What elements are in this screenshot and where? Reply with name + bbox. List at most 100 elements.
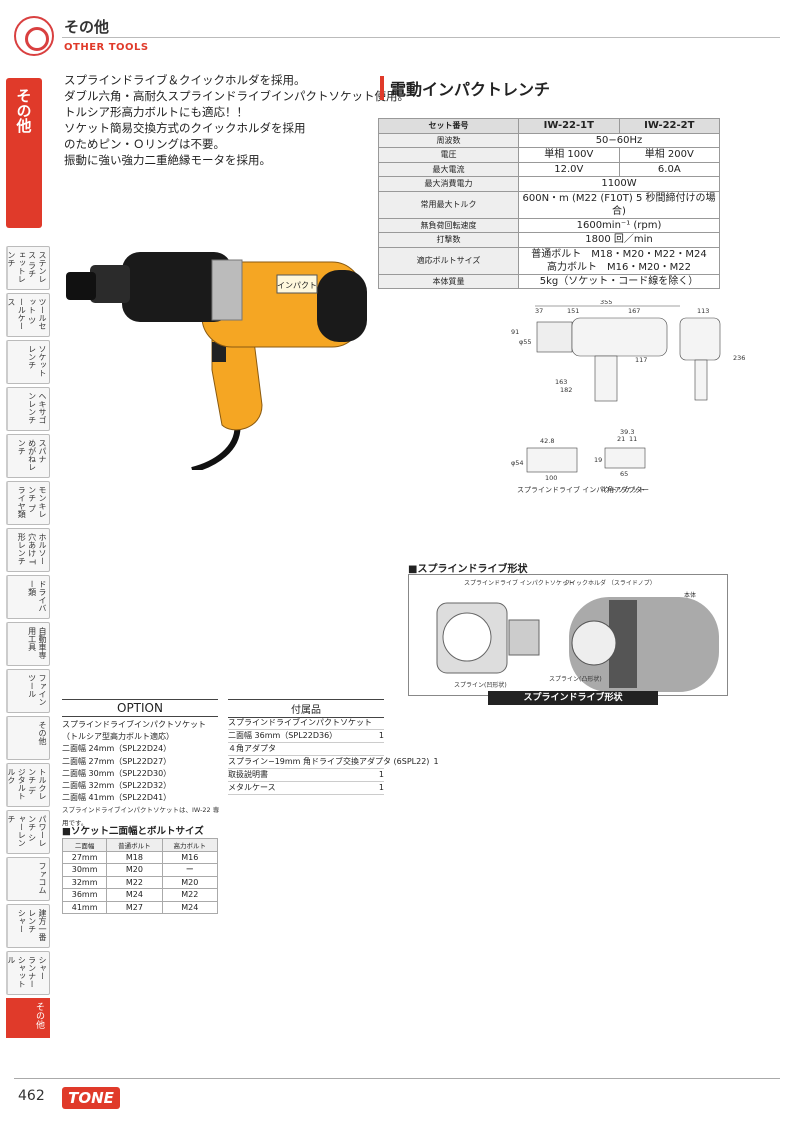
spec-value: 6.0A — [618, 161, 721, 177]
accessory-name: 二面幅 36mm（SPL22D36） — [228, 731, 338, 740]
product-title: 電動インパクトレンチ — [380, 76, 550, 100]
spec-key: 最大消費電力 — [378, 176, 519, 192]
sidebar-active-tab[interactable]: その他 — [6, 78, 42, 228]
dim-113: 113 — [697, 307, 709, 315]
dim-151: 151 — [567, 307, 579, 315]
section-title-jp: その他 — [64, 18, 110, 36]
accessory-name: メタルケース — [228, 783, 276, 792]
intro-line: ソケット簡易交換方式のクイックホルダを採用 — [64, 121, 306, 135]
option-item: 二面幅 24mm（SPL22D24） — [62, 744, 172, 754]
accessory-item: スプライン−19mm 角ドライブ交換アダプタ (6SPL22)1 — [228, 756, 439, 769]
sidebar-tab[interactable]: 建方一番 レンチ シャー — [6, 904, 50, 948]
spec-key: 電圧 — [378, 147, 519, 163]
dim-100: 100 — [545, 474, 557, 482]
option-item: スプラインドライブインパクトソケット — [62, 720, 206, 729]
accessory-name: スプライン−19mm 角ドライブ交換アダプタ (6SPL22) — [228, 757, 430, 766]
dim-11: 11 — [629, 435, 637, 443]
sidebar-tab[interactable]: モンキレンチ プライヤ類 — [6, 481, 50, 525]
dim-37: 37 — [535, 307, 543, 315]
spec-value: 5kg（ソケット・コード線を除く） — [518, 273, 720, 289]
spec-key: 周波数 — [378, 132, 519, 148]
sidebar-tab[interactable]: 自動車専用工具 — [6, 622, 50, 666]
dimension-drawings: 355 37 151 167 113 91 φ55 117 236 163 18… — [511, 300, 745, 494]
sidebar-tab[interactable]: ヘキサゴンレンチ — [6, 387, 50, 431]
socket-cell: M24 — [106, 888, 163, 902]
sidebar-tab[interactable]: ツールセット ツールケース — [6, 293, 50, 337]
accessory-qty: 1 — [378, 770, 384, 779]
option-list: スプラインドライブインパクトソケット （トルシア型高力ボルト適応） 二面幅 24… — [62, 719, 222, 829]
sidebar-tab[interactable]: シャー ランナー シャットル — [6, 951, 50, 995]
spec-key: 常用最大トルク — [378, 190, 519, 219]
spec-key: 最大電流 — [378, 161, 519, 177]
intro-line: ダブル六角・高耐久スプラインドライブインパクトソケット使用。 — [64, 89, 409, 103]
socket-table-header: 二面幅普通ボルト高力ボルト — [61, 838, 219, 852]
tool-gear-case — [211, 259, 243, 321]
accessories-title: 付属品 — [228, 699, 384, 718]
spec-value-line: 普通ボルト M18・M20・M22・M24 — [531, 248, 707, 260]
caption-adapter: ４角アダプター — [600, 485, 649, 494]
spec-key: 打撃数 — [378, 232, 519, 248]
spec-value: IW-22-1T — [518, 118, 620, 134]
tool-nameplate — [276, 274, 318, 294]
socket-cell: M20 — [161, 875, 219, 889]
socket-header-cell: 二面幅 — [61, 838, 108, 852]
label-spline-raised: スプライン(凸形状) — [549, 675, 602, 683]
dim-54: φ54 — [511, 459, 524, 467]
socket-cell: M22 — [161, 888, 219, 902]
sidebar-tab[interactable]: その他 — [6, 716, 50, 760]
intro-text: スプラインドライブ＆クイックホルダを採用。 ダブル六角・高耐久スプラインドライブ… — [64, 72, 409, 168]
intro-line: 振動に強い強力二重絶縁モータを採用。 — [64, 153, 271, 167]
spec-value: 1600min⁻¹ (rpm) — [518, 217, 720, 233]
dim-117: 117 — [635, 356, 647, 364]
accessory-name: ４角アダプタ — [228, 744, 276, 753]
spec-value: 単相 200V — [618, 147, 721, 163]
sidebar-tab[interactable]: ソケットレンチ — [6, 340, 50, 384]
label-body: 本体 — [684, 591, 696, 599]
sidebar-tab[interactable]: ファインツール — [6, 669, 50, 713]
spec-value: 600N・m (M22 (F10T) 5 秒間締付けの場合) — [518, 190, 720, 219]
socket-cell: 27mm — [61, 850, 108, 864]
accessory-item: スプラインドライブインパクトソケット — [228, 717, 384, 730]
accessory-item: 二面幅 36mm（SPL22D36）1 — [228, 730, 384, 743]
accessory-item: ４角アダプタ — [228, 743, 384, 756]
dim-55: φ55 — [519, 338, 532, 346]
dim-163: 163 — [555, 378, 567, 386]
dim-236: 236 — [733, 354, 745, 362]
sidebar-tab[interactable]: ホルソー 穴あけ T形レンチ — [6, 528, 50, 572]
page-number: 462 — [18, 1088, 45, 1104]
socket-cell: M22 — [106, 875, 163, 889]
section-title-en: OTHER TOOLS — [64, 42, 149, 53]
sidebar-tab[interactable]: ステンレス ラチェットレンチ — [6, 246, 50, 290]
sidebar-tab[interactable]: ファコム — [6, 857, 50, 901]
sidebar-tab[interactable]: パワーレンチ シャーレンチ — [6, 810, 50, 854]
sidebar-tab-bottom[interactable]: その他 — [6, 998, 50, 1038]
sidebar-tab[interactable]: ドライバー類 — [6, 575, 50, 619]
socket-cell: 41mm — [61, 900, 108, 914]
socket-cell: M18 — [106, 850, 163, 864]
accessory-qty — [380, 717, 384, 729]
intro-line: トルシア形高力ボルトにも適応！！ — [64, 105, 248, 119]
spec-value-line: 高力ボルト M16・M20・M22 — [546, 261, 692, 273]
spec-value: IW-22-2T — [618, 118, 721, 134]
sidebar-tab[interactable]: スパナ めがねレンチ — [6, 434, 50, 478]
socket-cell: M16 — [161, 850, 219, 864]
category-icon — [14, 16, 54, 56]
sidebar-tab[interactable]: トルクレンチ デジタルトルク — [6, 763, 50, 807]
socket-cell: 36mm — [61, 888, 108, 902]
spec-value: 1800 回／min — [518, 232, 720, 248]
socket-cell: ー — [161, 863, 219, 877]
spline-section-title: ■スプラインドライブ形状 — [408, 564, 528, 575]
brand-logo: TONE — [62, 1087, 120, 1109]
spec-key: セット番号 — [378, 118, 519, 134]
spec-value: 50−60Hz — [518, 132, 720, 148]
